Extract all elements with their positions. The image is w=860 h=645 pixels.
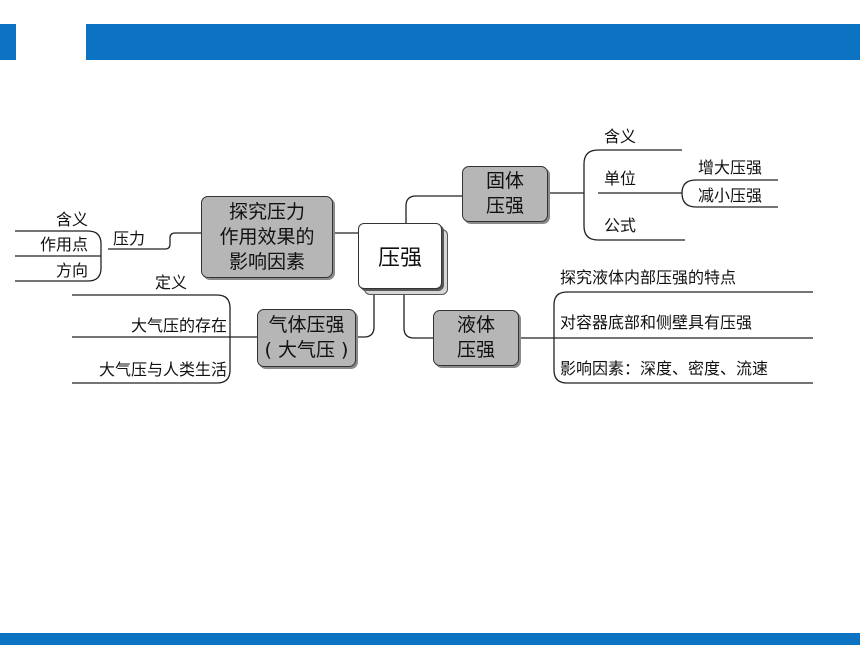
- solid-unit-label: 单位: [604, 169, 637, 188]
- effect-point-label: 作用点: [39, 235, 88, 254]
- effect-factors-node: 探究压力 作用效果的 影响因素: [201, 196, 333, 278]
- liquid-walls-label: 对容器底部和侧壁具有压强: [560, 313, 753, 332]
- bracket-gas: [216, 294, 231, 384]
- gas-definition-label: 定义: [154, 273, 187, 292]
- solid-pressure-label: 固体 压强: [485, 170, 524, 217]
- connector-center-liquid: [403, 295, 433, 339]
- footer-bar: [0, 633, 860, 645]
- effect-factors-label: 探究压力 作用效果的 影响因素: [219, 200, 315, 273]
- liquid-pressure-node: 液体 压强: [433, 310, 519, 366]
- connector-center-gas: [356, 295, 375, 338]
- effect-meaning-label: 含义: [55, 210, 88, 229]
- liquid-factors-label: 影响因素：深度、密度、流速: [560, 359, 769, 378]
- header-bar-left: [0, 24, 16, 60]
- decrease-pressure-label: 减小压强: [698, 186, 763, 205]
- pressure-force-label: 压力: [113, 229, 146, 248]
- bracket-solid: [583, 149, 599, 241]
- gas-life-label: 大气压与人类生活: [98, 360, 227, 379]
- increase-pressure-label: 增大压强: [698, 158, 763, 177]
- center-node: 压强: [358, 223, 442, 289]
- connector-effect-force: [108, 232, 201, 250]
- connector-center-solid: [405, 195, 462, 223]
- effect-direction-label: 方向: [55, 261, 88, 280]
- liquid-pressure-label: 液体 压强: [456, 314, 495, 361]
- liquid-explore-label: 探究液体内部压强的特点: [560, 268, 737, 287]
- bracket-unit: [681, 179, 697, 208]
- gas-existence-label: 大气压的存在: [130, 316, 227, 335]
- header-bar: [86, 24, 860, 60]
- solid-formula-label: 公式: [604, 216, 637, 235]
- gas-pressure-node: 气体压强 ( 大气压 ): [257, 309, 356, 367]
- center-label: 压强: [377, 246, 422, 271]
- solid-pressure-node: 固体 压强: [462, 166, 548, 222]
- gas-pressure-label: 气体压强 ( 大气压 ): [264, 314, 349, 361]
- solid-meaning-label: 含义: [604, 127, 637, 146]
